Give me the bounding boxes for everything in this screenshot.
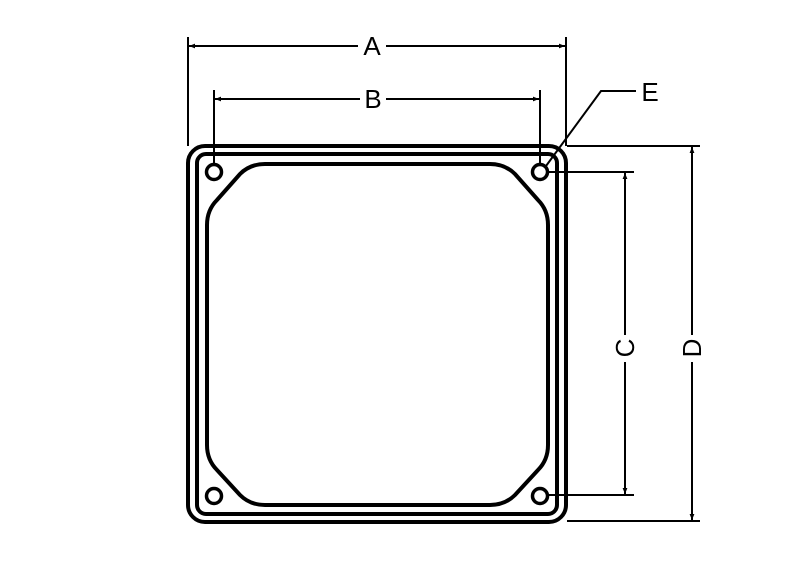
mounting-hole-br xyxy=(530,486,550,506)
outer-frame xyxy=(186,144,568,524)
gasket-outline xyxy=(205,162,550,507)
mounting-hole-tl xyxy=(204,162,224,182)
dim-e-label: E xyxy=(641,77,658,107)
dim-b-label: B xyxy=(364,84,381,114)
mounting-hole-bl xyxy=(204,486,224,506)
dim-a-label: A xyxy=(363,31,381,61)
dim-e-leader xyxy=(545,90,636,167)
inner-frame xyxy=(195,152,559,516)
mounting-hole-tr xyxy=(530,162,550,182)
dim-c-label: C xyxy=(610,339,640,358)
dim-d-label: D xyxy=(677,339,707,358)
